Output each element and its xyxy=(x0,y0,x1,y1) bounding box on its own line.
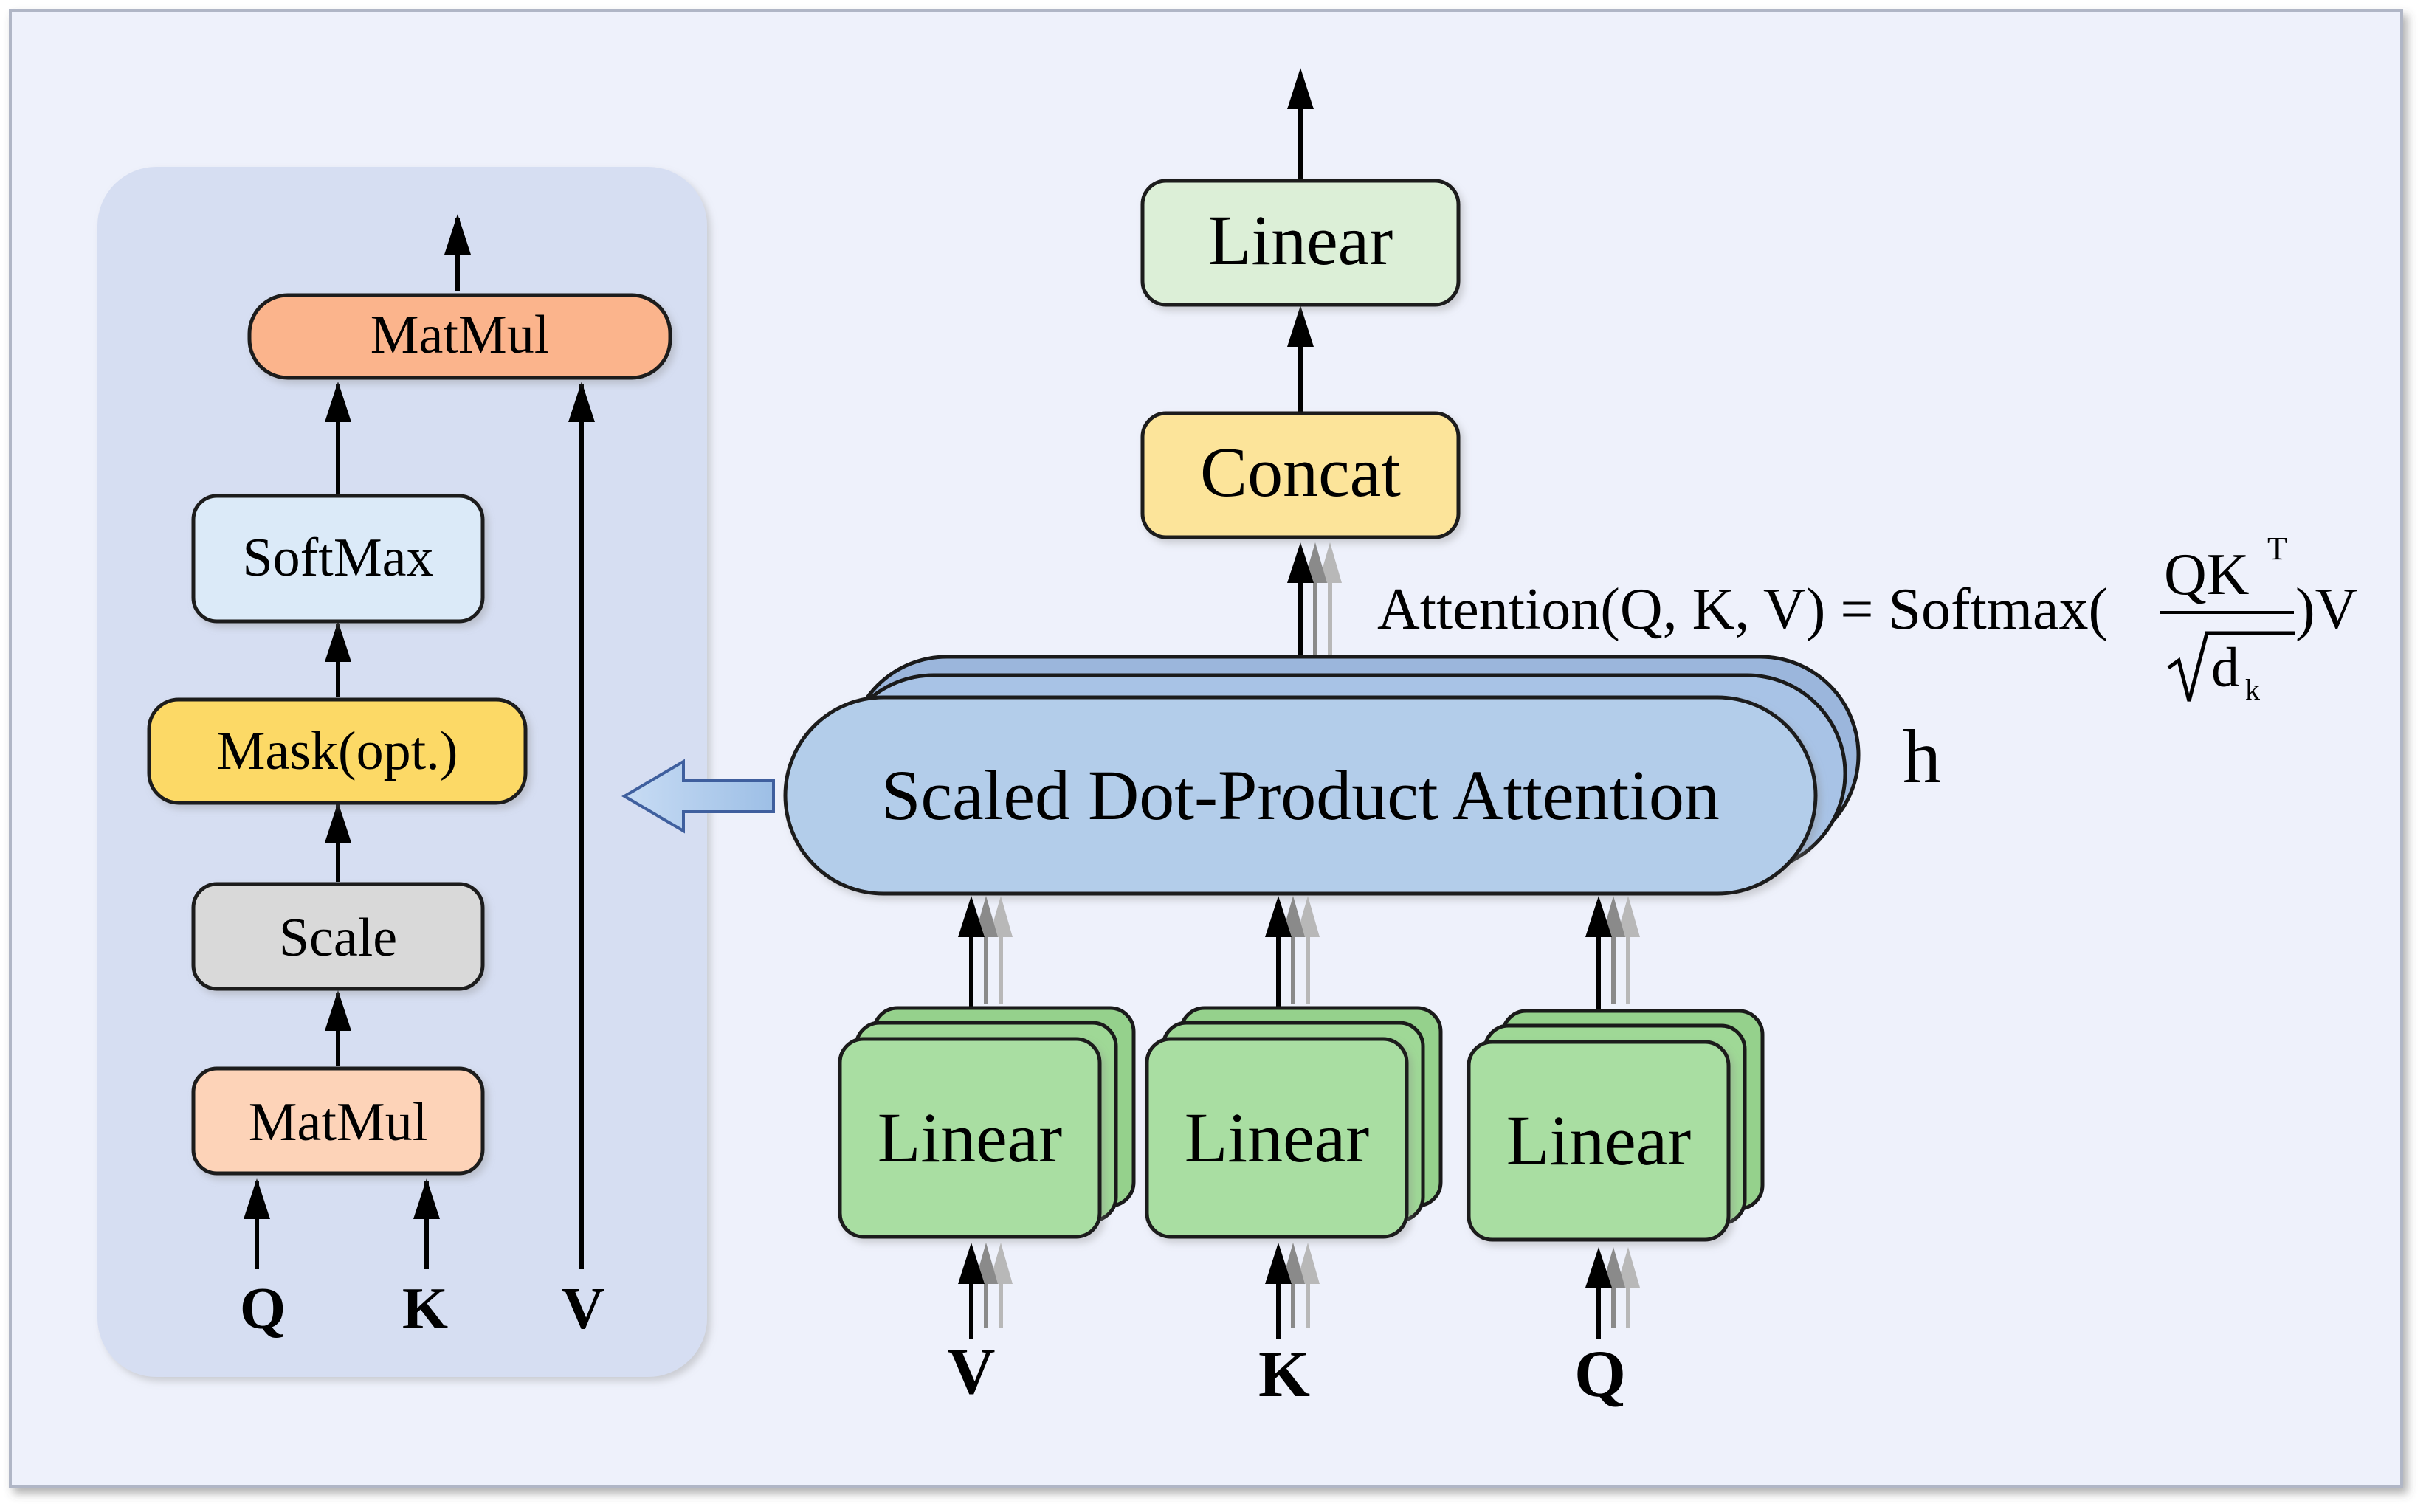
matmul-bottom-label: MatMul xyxy=(249,1092,428,1153)
linear-v-box xyxy=(838,1037,1102,1239)
softmax-label: SoftMax xyxy=(243,528,434,588)
left-input-q: Q xyxy=(240,1277,286,1342)
formula-denominator: d xyxy=(2211,637,2239,699)
softmax-box xyxy=(191,494,485,624)
matmul-bottom-box xyxy=(191,1066,485,1176)
linear-q-box xyxy=(1467,1040,1731,1242)
linear-q-label: Linear xyxy=(1506,1101,1692,1180)
formula-superscript: T xyxy=(2267,531,2287,567)
attention-label: Scaled Dot-Product Attention xyxy=(881,756,1720,835)
expand-arrow-icon xyxy=(621,759,775,834)
attention-block xyxy=(783,695,1818,896)
right-input-v: V xyxy=(948,1335,996,1408)
attention-formula: Attention(Q, K, V) = Softmax( QK T d k )… xyxy=(1377,531,2357,706)
linear-k-label: Linear xyxy=(1185,1098,1370,1177)
left-input-v: V xyxy=(562,1277,604,1342)
right-input-q: Q xyxy=(1574,1338,1626,1411)
scale-box xyxy=(191,882,485,991)
matmul-top-label: MatMul xyxy=(371,305,550,365)
concat-label: Concat xyxy=(1200,432,1401,511)
input-arrows xyxy=(958,1243,1640,1339)
right-input-k: K xyxy=(1258,1338,1310,1411)
left-input-k: K xyxy=(402,1277,448,1342)
left-arrows xyxy=(244,214,595,1269)
formula-denominator-sub: k xyxy=(2245,673,2260,706)
concat-box xyxy=(1140,411,1461,539)
linear-out-box xyxy=(1140,179,1461,307)
right-top-arrows xyxy=(1287,68,1342,697)
linear-out-label: Linear xyxy=(1208,201,1393,280)
formula-numerator: QK xyxy=(2164,542,2250,607)
linear-k-box xyxy=(1145,1037,1409,1239)
formula-lhs: Attention(Q, K, V) = Softmax( xyxy=(1377,577,2108,642)
sqrt-sign xyxy=(2167,631,2295,702)
mask-box xyxy=(147,697,528,805)
linear-to-attention-arrows xyxy=(958,896,1640,1040)
formula-rhs: )V xyxy=(2295,577,2357,642)
heads-label: h xyxy=(1903,714,1941,799)
matmul-top-box xyxy=(247,293,672,380)
mask-label: Mask(opt.) xyxy=(217,721,458,781)
linear-v-label: Linear xyxy=(878,1098,1063,1177)
scale-label: Scale xyxy=(279,908,397,968)
